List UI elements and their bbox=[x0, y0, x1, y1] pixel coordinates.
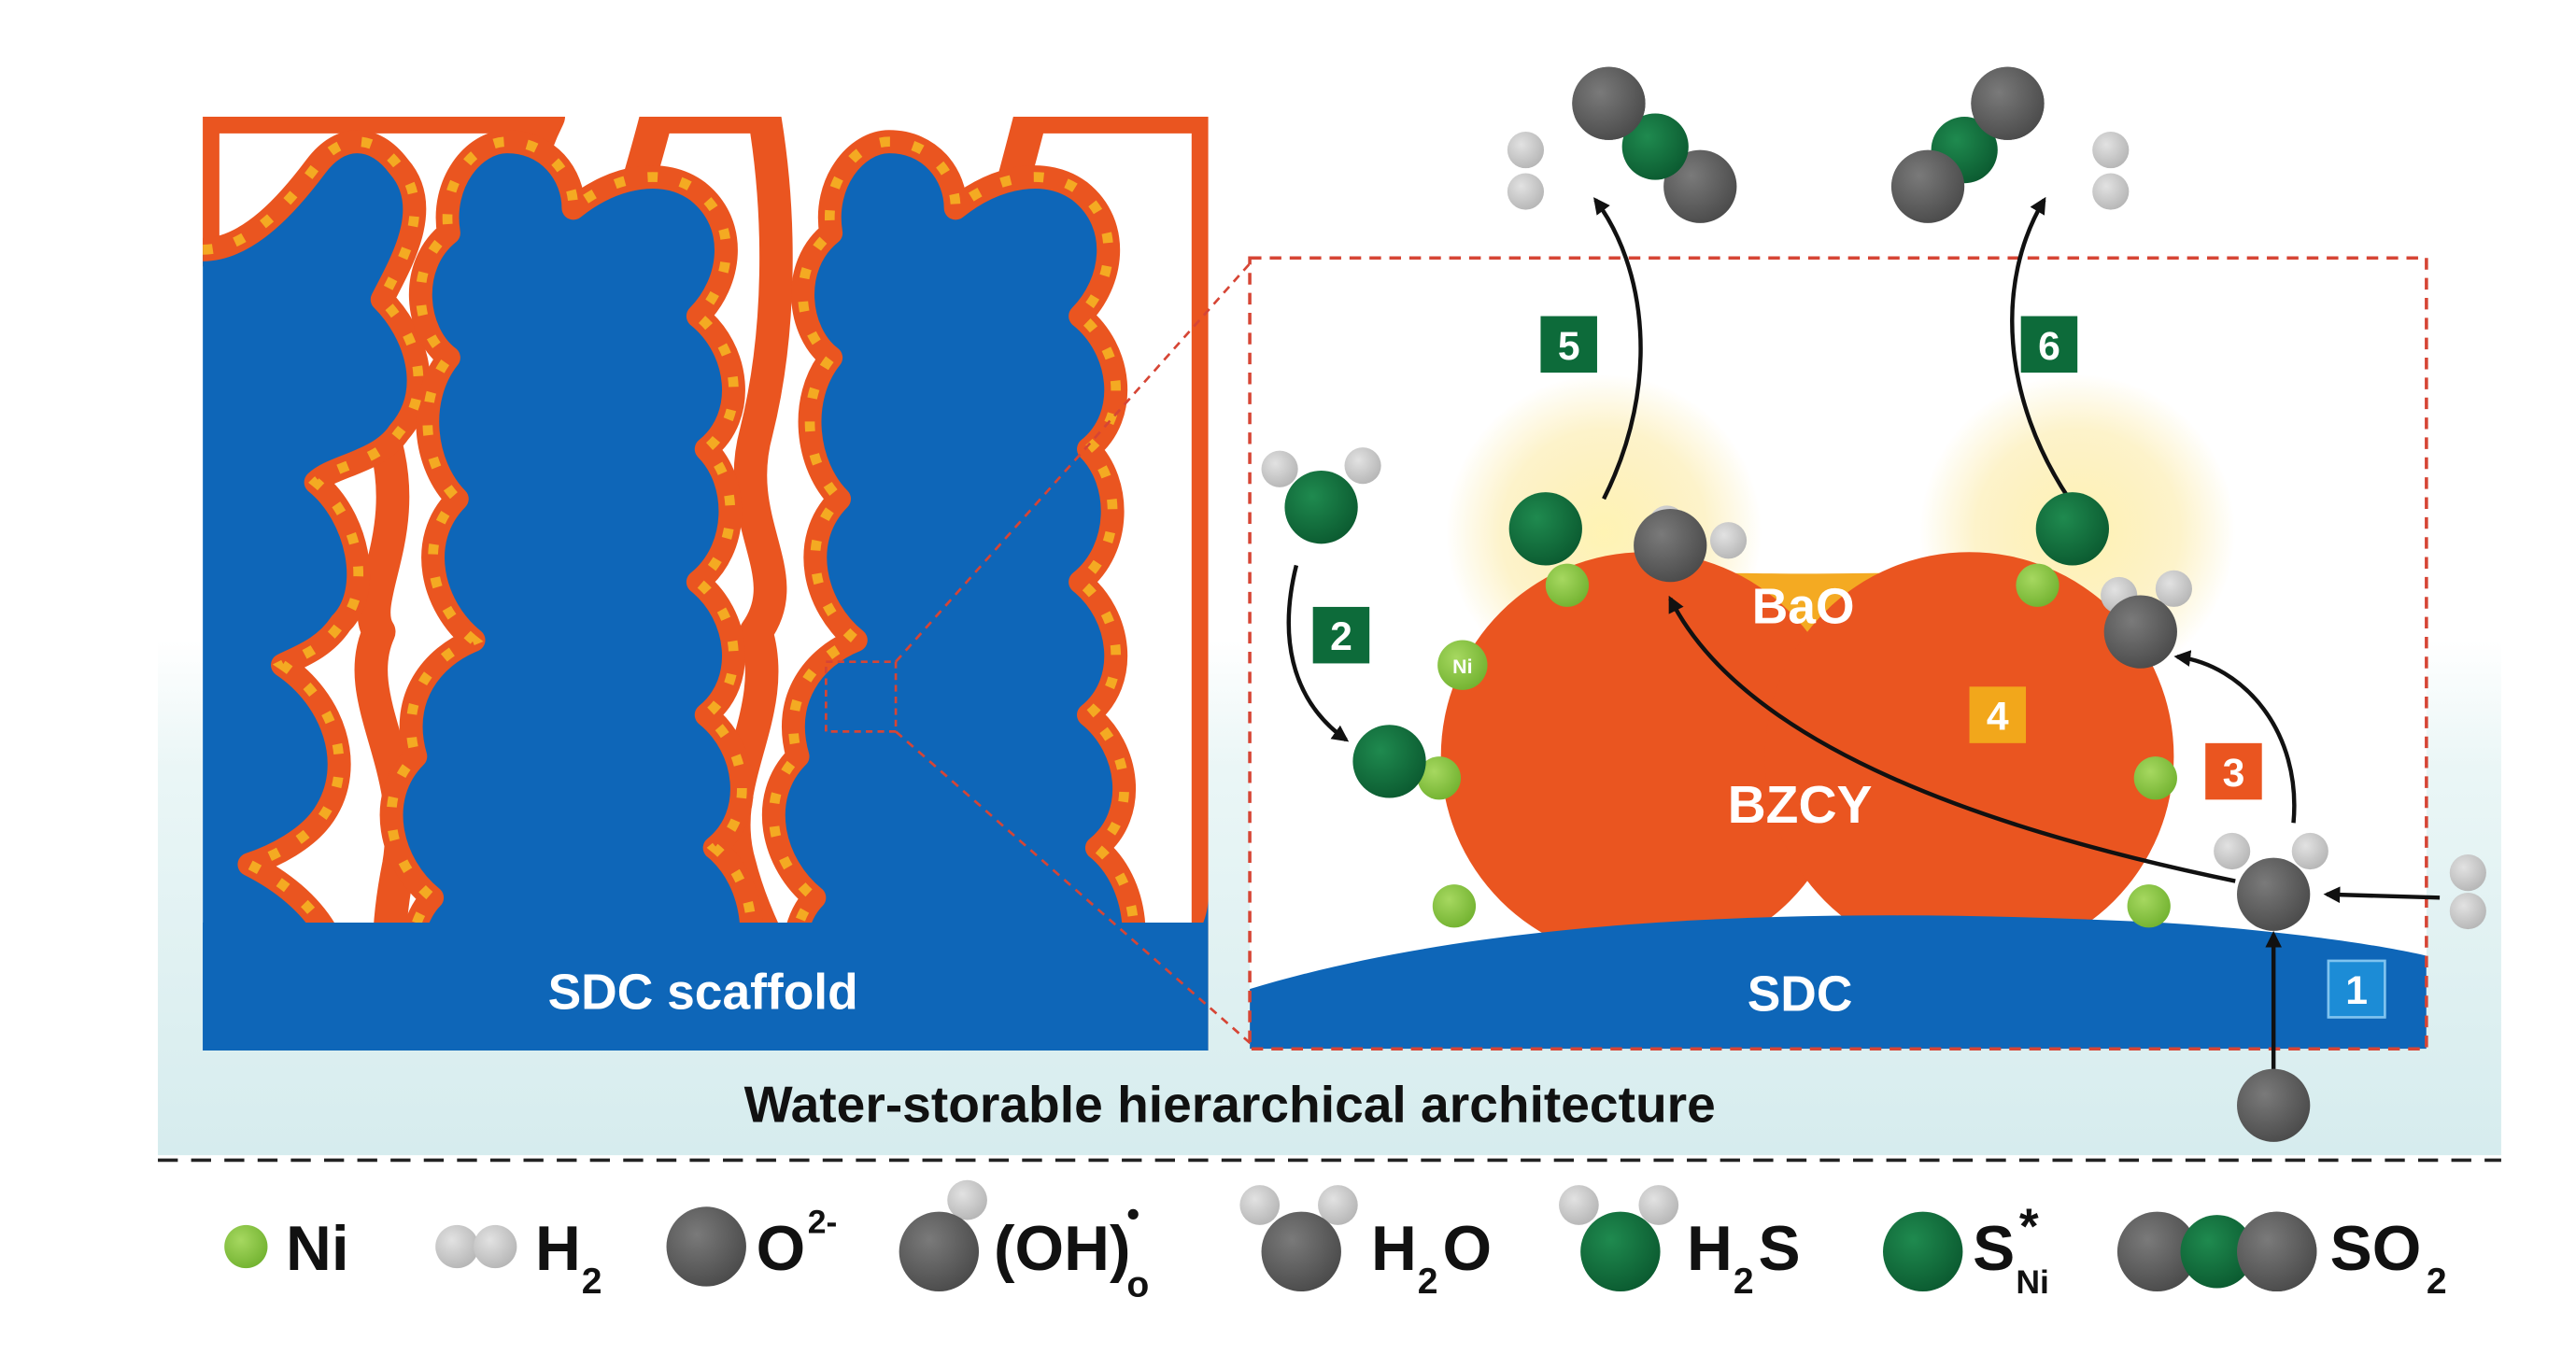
step-badge-3: 3 bbox=[2205, 742, 2262, 800]
legend-h2s-sub: 2 bbox=[1734, 1262, 1754, 1302]
oxygen-icon bbox=[666, 1206, 746, 1287]
sdc-substrate bbox=[1250, 915, 2427, 1050]
hydroxide-icon bbox=[947, 1179, 987, 1220]
water bbox=[2103, 595, 2177, 669]
bzcy-label: BZCY bbox=[1728, 775, 1873, 835]
legend-sni-s: S bbox=[1973, 1214, 2015, 1284]
step-badge-4: 4 bbox=[1969, 686, 2027, 743]
legend-oh: (OH) bbox=[994, 1214, 1130, 1284]
bao-label: BaO bbox=[1752, 580, 1855, 635]
zoom-guide-bottom bbox=[895, 730, 1256, 1049]
step-badge-6: 6 bbox=[2020, 316, 2078, 374]
sulfur-icon bbox=[1883, 1211, 1963, 1292]
legend-so2-sub: 2 bbox=[2427, 1262, 2447, 1302]
arrow-h2-in bbox=[2323, 886, 2441, 904]
architecture-caption: Water-storable hierarchical architecture bbox=[744, 1076, 1716, 1134]
water bbox=[2237, 857, 2311, 931]
ni-dot bbox=[1432, 884, 1477, 928]
water-icon bbox=[1239, 1185, 1281, 1225]
svg-text:5: 5 bbox=[1558, 324, 1580, 369]
legend-h2o-h: H bbox=[1371, 1214, 1417, 1284]
h2s-molecule bbox=[1284, 471, 1358, 544]
step-badge-2: 2 bbox=[1312, 606, 1370, 664]
legend-sni-sup: * bbox=[2019, 1199, 2039, 1254]
sdc-scaffold bbox=[203, 117, 1209, 1051]
h2-icon bbox=[435, 1224, 479, 1269]
sdc-label: SDC bbox=[1748, 966, 1853, 1022]
h2s-icon bbox=[1559, 1185, 1599, 1225]
legend-h2s-s: S bbox=[1759, 1214, 1801, 1284]
arrow-step3 bbox=[2173, 650, 2297, 824]
legend-ni: Ni bbox=[286, 1214, 349, 1284]
step-badge-1: 1 bbox=[2327, 959, 2386, 1019]
svg-text:2: 2 bbox=[1330, 614, 1352, 659]
ni-dot bbox=[2127, 884, 2171, 928]
legend-h2s-h: H bbox=[1687, 1214, 1733, 1284]
legend-h2-sub: 2 bbox=[582, 1262, 602, 1302]
legend-oh-sub: o bbox=[1126, 1264, 1149, 1305]
zoom-panel bbox=[1248, 256, 2428, 1051]
hydroxide bbox=[1634, 508, 1707, 583]
ni-dot bbox=[2016, 563, 2059, 607]
s-adsorbed bbox=[2035, 492, 2110, 566]
legend-so2: SO bbox=[2330, 1214, 2422, 1284]
arrow-step5 bbox=[1593, 197, 1643, 501]
ni-dot bbox=[1417, 756, 1462, 800]
s-adsorbed bbox=[1352, 725, 1426, 798]
legend-h2o-sub: 2 bbox=[1418, 1262, 1438, 1302]
so2-molecule bbox=[1621, 113, 1689, 180]
ni-dot bbox=[1545, 563, 1590, 607]
legend-oh-sup: • bbox=[1126, 1195, 1139, 1235]
legend-h2o-o: O bbox=[1442, 1214, 1492, 1284]
zoom-border bbox=[1248, 256, 2428, 1051]
scaffold-label: SDC scaffold bbox=[548, 966, 858, 1021]
molecules: Ni bbox=[1261, 447, 2486, 1142]
svg-text:6: 6 bbox=[2038, 324, 2060, 369]
arrow-step4 bbox=[1668, 595, 2236, 883]
svg-text:1: 1 bbox=[2345, 968, 2368, 1013]
arrow-step2 bbox=[1286, 564, 1350, 742]
legend-o: O bbox=[757, 1214, 806, 1284]
so2-icon bbox=[2116, 1211, 2198, 1292]
ni-particle-labeled: Ni bbox=[1437, 640, 1488, 690]
s-adsorbed bbox=[1508, 492, 1582, 566]
svg-text:Ni: Ni bbox=[1452, 656, 1472, 678]
ni-icon bbox=[224, 1224, 268, 1269]
arrow-step6 bbox=[2010, 196, 2072, 501]
legend-o-sup: 2- bbox=[808, 1204, 838, 1241]
products bbox=[1507, 66, 2130, 223]
step-badge-5: 5 bbox=[1540, 316, 1597, 374]
oxide-ion bbox=[2237, 1068, 2311, 1142]
bzcy-grain-left bbox=[1440, 552, 1850, 961]
legend-h2: H bbox=[535, 1214, 581, 1284]
legend: Ni H 2 O 2- (OH) • o H 2 O H 2 S S * Ni bbox=[224, 1179, 2447, 1305]
ni-dot bbox=[2133, 756, 2177, 800]
zoom-guide-top bbox=[895, 257, 1256, 663]
bzcy-grain-right bbox=[1764, 552, 2174, 961]
svg-text:3: 3 bbox=[2223, 751, 2245, 796]
legend-sni-sub: Ni bbox=[2016, 1263, 2049, 1301]
svg-text:4: 4 bbox=[1987, 695, 2009, 740]
